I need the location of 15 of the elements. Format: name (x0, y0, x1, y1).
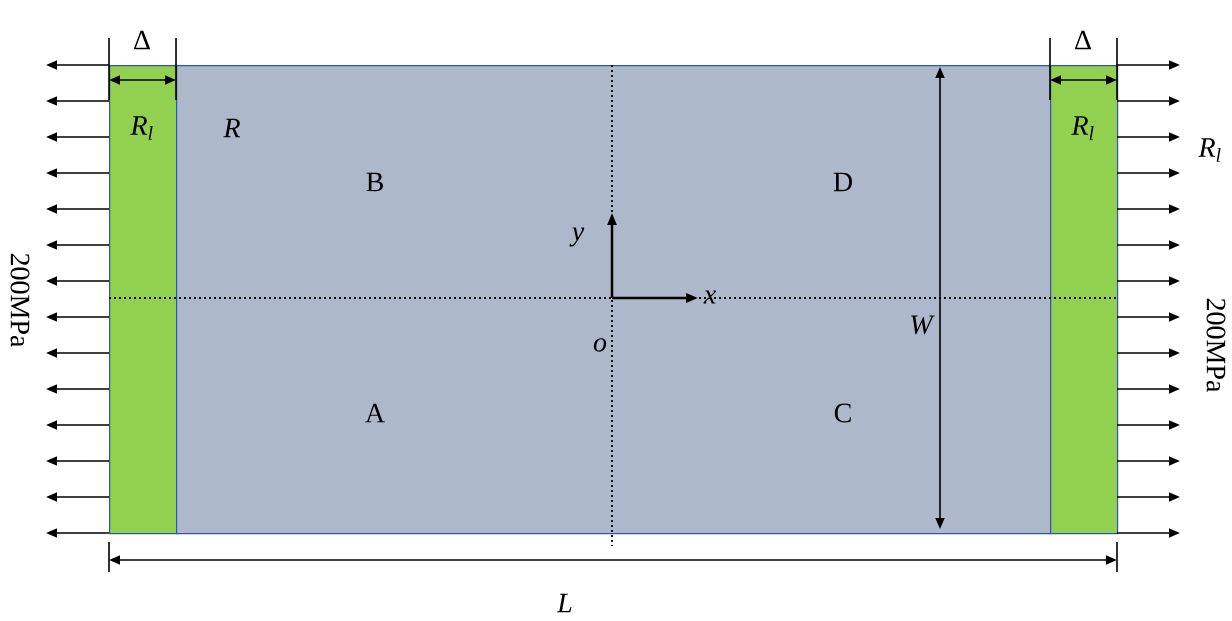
axis-label: y (569, 227, 585, 247)
strip: R$_{l}$ (1050, 65, 1119, 535)
region-label: A (365, 403, 385, 423)
strip: R$_{l}$ (109, 65, 178, 535)
region-label: C (834, 403, 851, 423)
dimension-label: W (911, 315, 935, 335)
region-label: B (366, 172, 383, 192)
origin-label: o (593, 338, 607, 352)
region-label: R$_{l}$ (1198, 138, 1221, 162)
load-label: 200MPa (10, 253, 30, 348)
dimension-label: Δ (134, 30, 150, 50)
load-label: 200MPa (1206, 298, 1226, 393)
region-label: D (833, 172, 852, 192)
dimension-label: L (556, 593, 572, 613)
dimension-label: Δ (1075, 30, 1091, 50)
